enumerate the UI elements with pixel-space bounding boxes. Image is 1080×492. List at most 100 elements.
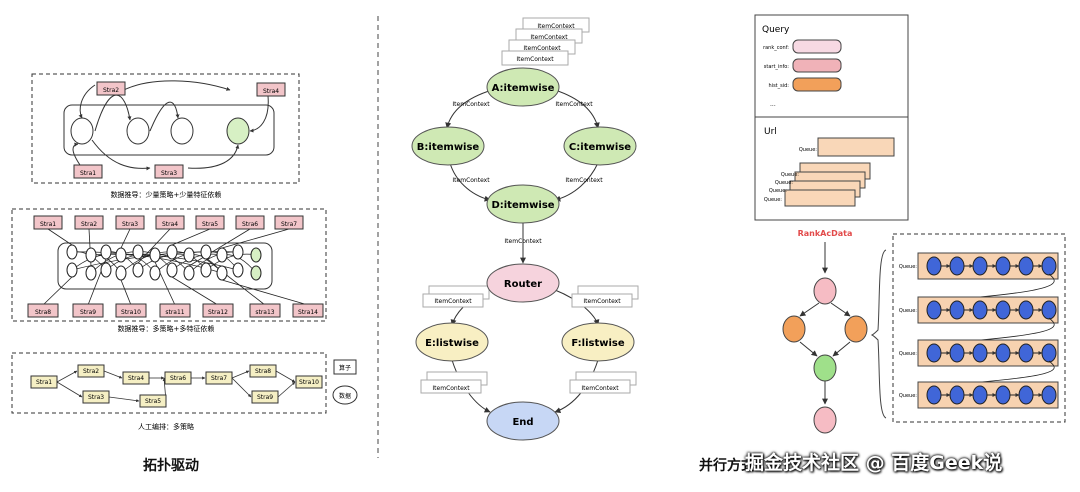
strategy-box (164, 371, 192, 385)
node-end-label: End (512, 417, 533, 428)
strategy-label: Stra1 (80, 170, 96, 177)
strategy-box (159, 303, 191, 318)
svg-text:ItemContext: ItemContext (434, 298, 472, 305)
operator-node (100, 262, 112, 278)
strategy-label: Stra3 (161, 170, 177, 177)
strategy-box (295, 375, 323, 389)
node-end (486, 401, 560, 441)
operator-node (232, 262, 244, 278)
strategy-box (122, 371, 150, 385)
topology-panel: Stra2 Stra4 Stra1 Stra3 数据推导：少量策略+少量特征依赖… (11, 73, 358, 431)
queue-label: Queue: (799, 147, 817, 153)
queue-label: Queue: (899, 308, 917, 314)
queue-item (1041, 256, 1057, 276)
operator-node-output (226, 117, 250, 145)
strategy-label: Stra5 (202, 221, 218, 228)
node-e-label: E:listwise (425, 338, 479, 349)
operator-node (232, 244, 244, 260)
strategy-box (33, 215, 63, 230)
node-e-listwise (415, 322, 489, 362)
strategy-box (235, 215, 265, 230)
strategy-label: Stra7 (211, 375, 227, 382)
operator-node (100, 244, 112, 260)
node-c-itemwise (563, 126, 637, 166)
strategy-box (274, 215, 304, 230)
operator-node (216, 247, 228, 263)
strategy-box (115, 215, 145, 230)
watermark: 掘金技术社区 @ 百度Geek说 (745, 452, 1003, 474)
strategy-box (251, 390, 279, 404)
queue-item (926, 300, 942, 320)
strategy-label: Stra2 (83, 368, 99, 375)
strategy-label: Stra5 (145, 398, 161, 405)
strategy-box (30, 375, 58, 389)
operator-node (85, 265, 97, 281)
operator-node (66, 244, 78, 260)
node-router (486, 263, 560, 303)
strategy-box (249, 364, 277, 378)
queue-label: Queue: (899, 351, 917, 357)
caption: 数据推导：多策略+多特征依赖 (118, 324, 215, 333)
operator-node (115, 265, 127, 281)
itemcontext-stack-top: ItemContext ItemContext ItemContext Item… (501, 17, 590, 66)
strategy-label: stra13 (255, 309, 274, 316)
queue-item (1041, 343, 1057, 363)
queue-label: Queue: (764, 197, 782, 203)
node-a-itemwise (486, 67, 560, 107)
inner-frame (63, 104, 275, 156)
strategy-box (74, 215, 104, 230)
queue-item (995, 256, 1011, 276)
strategy-label: Stra2 (81, 221, 97, 228)
query-title: Query (762, 25, 790, 35)
edge-label: ItemContext (565, 177, 603, 184)
node-b-itemwise (411, 126, 485, 166)
strategy-label: Stra8 (255, 368, 271, 375)
strategy-box (202, 303, 234, 318)
node-d-label: D:itemwise (491, 200, 554, 211)
dashed-frame (11, 352, 327, 414)
strategy-box (195, 215, 225, 230)
strategy-label: stra11 (165, 309, 184, 316)
itemcontext-stack-left: ItemContext ItemContext (420, 285, 490, 394)
itemwise-flow: ItemContext ItemContext ItemContext Item… (411, 17, 639, 441)
query-field-label: hist_sid: (769, 83, 790, 89)
queue-item (1018, 256, 1034, 276)
edge-label: ItemContext (452, 177, 490, 184)
url-title: Url (764, 127, 777, 137)
caption: 人工编排：多策略 (138, 422, 194, 431)
operator-node (250, 247, 262, 263)
operator-node (183, 265, 195, 281)
strategy-label: Stra1 (40, 221, 56, 228)
strategy-label: Stra3 (88, 394, 104, 401)
strategy-box (256, 82, 286, 97)
operator-node (66, 262, 78, 278)
strategy-label: Stra4 (162, 221, 178, 228)
queue-item (949, 300, 965, 320)
queue-frame (892, 233, 1066, 423)
operator-node (250, 265, 262, 281)
queue-item (949, 385, 965, 405)
strategy-label: Stra8 (35, 309, 51, 316)
strategy-label: Stra7 (281, 221, 297, 228)
dag-node (813, 354, 837, 382)
strategy-label: Stra4 (263, 88, 279, 95)
strategy-label: Stra4 (128, 375, 144, 382)
topology-few-strategies: Stra2 Stra4 Stra1 Stra3 数据推导：少量策略+少量特征依赖 (31, 73, 300, 199)
strategy-label: Stra9 (257, 394, 273, 401)
node-a-label: A:itemwise (492, 83, 555, 94)
query-ellipsis: ... (770, 101, 776, 108)
legend-operator-label: 算子 (339, 364, 351, 372)
operator-node (132, 262, 144, 278)
queue-item (995, 385, 1011, 405)
svg-text:ItemContext: ItemContext (581, 385, 619, 392)
queue-item (949, 343, 965, 363)
svg-text:ItemContext: ItemContext (537, 23, 575, 30)
queue-rows: Queue:Queue:Queue:Queue: (899, 252, 1059, 409)
rankacdata-label: RankAcData (798, 229, 853, 238)
